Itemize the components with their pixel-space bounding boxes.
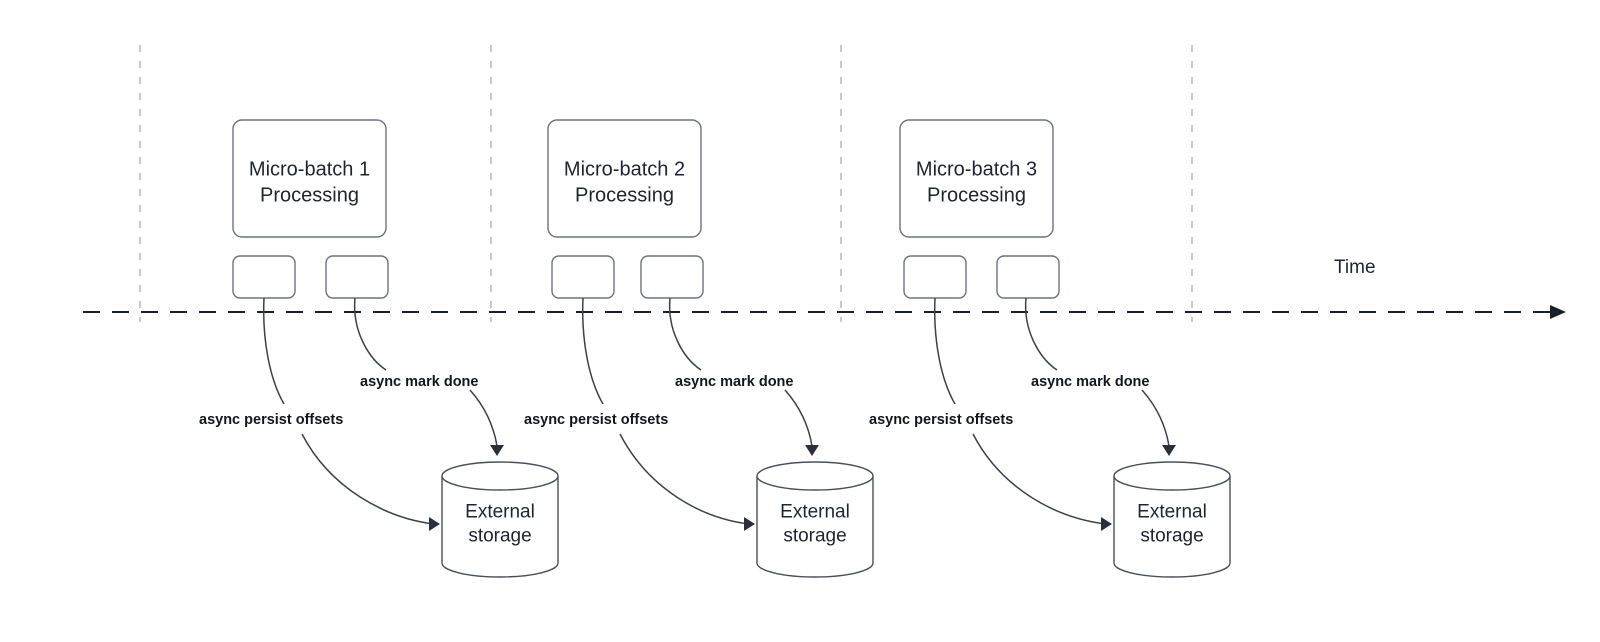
- async-mark-done-path-lower: [784, 389, 813, 447]
- async-persist-offsets-path-upper: [581, 297, 604, 405]
- external-storage-label-line1: External: [1137, 502, 1207, 523]
- persist-offsets-task-box[interactable]: [903, 255, 967, 299]
- time-axis-label: Time: [1334, 257, 1376, 278]
- async-persist-offsets-path-lower: [301, 433, 435, 525]
- external-storage-label-line1: External: [780, 502, 850, 523]
- async-mark-done-path-upper: [668, 297, 702, 371]
- async-persist-offsets-label: async persist offsets: [199, 412, 343, 428]
- async-persist-offsets-label: async persist offsets: [524, 412, 668, 428]
- async-persist-offsets-label: async persist offsets: [869, 412, 1013, 428]
- async-mark-done-path-upper: [353, 297, 387, 371]
- async-mark-done-path-upper: [1024, 297, 1058, 371]
- async-mark-done-label: async mark done: [675, 374, 793, 390]
- async-mark-done-label: async mark done: [360, 374, 478, 390]
- micro-batch-subtitle: Processing: [260, 185, 359, 207]
- micro-batch-title: Micro-batch 3: [916, 159, 1037, 181]
- external-storage-cylinder-body: [441, 476, 559, 578]
- async-persist-offsets-arrowhead: [1101, 517, 1112, 531]
- external-storage-label-line2: storage: [1140, 526, 1203, 547]
- mark-done-task-box[interactable]: [996, 255, 1060, 299]
- external-storage-label-line1: External: [465, 502, 535, 523]
- async-mark-done-arrowhead: [1162, 445, 1176, 456]
- persist-offsets-task-box[interactable]: [232, 255, 296, 299]
- mark-done-task-box[interactable]: [325, 255, 389, 299]
- mark-done-task-box[interactable]: [640, 255, 704, 299]
- external-storage-label-line2: storage: [783, 526, 846, 547]
- micro-batch-box[interactable]: [899, 119, 1054, 238]
- timeline-arrowhead: [1550, 305, 1566, 319]
- external-storage-cylinder-top: [1113, 461, 1231, 491]
- external-storage-cylinder-body: [1113, 476, 1231, 578]
- async-mark-done-arrowhead: [805, 445, 819, 456]
- async-persist-offsets-path-upper: [933, 297, 956, 405]
- persist-offsets-task-box[interactable]: [551, 255, 615, 299]
- micro-batch-title: Micro-batch 2: [564, 159, 685, 181]
- async-persist-offsets-arrowhead: [429, 517, 440, 531]
- async-persist-offsets-path-lower: [619, 433, 750, 525]
- async-mark-done-label: async mark done: [1031, 374, 1149, 390]
- async-persist-offsets-path-upper: [262, 297, 285, 405]
- micro-batch-subtitle: Processing: [575, 185, 674, 207]
- micro-batch-box[interactable]: [547, 119, 702, 238]
- async-mark-done-path-lower: [1141, 389, 1170, 447]
- external-storage-cylinder-top: [441, 461, 559, 491]
- micro-batch-box[interactable]: [232, 119, 387, 238]
- micro-batch-subtitle: Processing: [927, 185, 1026, 207]
- async-persist-offsets-arrowhead: [744, 517, 755, 531]
- async-persist-offsets-path-lower: [972, 433, 1107, 525]
- micro-batch-title: Micro-batch 1: [249, 159, 370, 181]
- async-mark-done-path-lower: [469, 389, 498, 447]
- async-mark-done-arrowhead: [490, 445, 504, 456]
- external-storage-cylinder-body: [756, 476, 874, 578]
- external-storage-cylinder-top: [756, 461, 874, 491]
- external-storage-label-line2: storage: [468, 526, 531, 547]
